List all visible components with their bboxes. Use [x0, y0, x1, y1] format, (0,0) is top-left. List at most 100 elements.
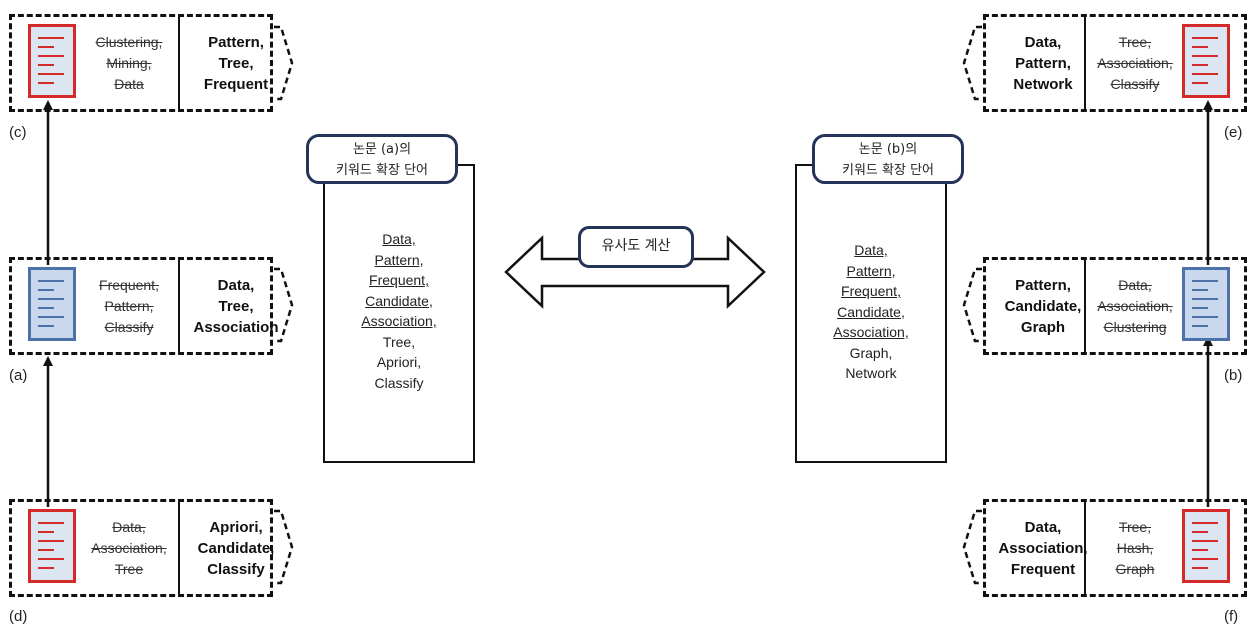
new-keyword: Data, — [217, 276, 255, 294]
node-label-f: (f) — [1224, 608, 1239, 625]
new-keyword: Frequent — [203, 75, 269, 93]
node-c: Clustering, Mining, Data Pattern, Tree, … — [9, 14, 273, 112]
document-icon — [28, 509, 76, 583]
new-keyword: Tree, — [218, 54, 254, 72]
doc-text-line — [38, 558, 64, 560]
new-keyword: Data, — [1024, 33, 1062, 51]
doc-text-line — [1192, 540, 1218, 542]
document-icon — [1182, 267, 1230, 341]
new-keyword: Graph — [1020, 318, 1066, 336]
doc-text-line — [1192, 280, 1218, 282]
title-line: 논문 (b)의 — [858, 142, 918, 157]
old-keyword: Tree, — [1118, 33, 1152, 50]
doc-text-line — [38, 37, 64, 39]
node-label-b: (b) — [1224, 367, 1243, 384]
old-keywords: Clustering, Mining, Data — [80, 17, 178, 109]
doc-text-line — [38, 567, 54, 569]
doc-text-line — [1192, 46, 1208, 48]
doc-text-line — [1192, 37, 1218, 39]
doc-text-line — [38, 73, 64, 75]
doc-text-line — [1192, 307, 1208, 309]
keyword-panel-b-title: 논문 (b)의 키워드 확장 단어 — [812, 134, 964, 184]
doc-text-line — [1192, 567, 1208, 569]
old-keyword: Classify — [1110, 75, 1160, 92]
node-d: Data, Association, Tree Apriori, Candida… — [9, 499, 275, 597]
doc-text-line — [38, 540, 64, 542]
document-icon — [28, 267, 76, 341]
node-b: Pattern, Candidate, Graph Data, Associat… — [983, 257, 1247, 355]
keyword: Pattern, — [846, 262, 896, 279]
old-keyword: Association, — [1097, 297, 1173, 314]
similarity-double-arrow — [504, 235, 766, 309]
title-line: 논문 (a)의 — [352, 142, 412, 157]
new-keyword: Association, — [998, 539, 1088, 557]
old-keyword: Hash, — [1116, 539, 1154, 556]
old-keyword: Association, — [1097, 54, 1173, 71]
keyword: Association, — [361, 313, 437, 329]
doc-text-line — [38, 325, 54, 327]
doc-text-line — [38, 298, 64, 300]
keyword: Data, — [854, 242, 888, 258]
keyword: Network — [845, 365, 897, 381]
old-keyword: Frequent, — [99, 276, 159, 293]
keyword: Candidate, — [365, 292, 433, 309]
title-line: 키워드 확장 단어 — [842, 163, 934, 178]
new-keywords: Data, Tree, Association — [179, 260, 293, 352]
old-keyword: Data, — [112, 518, 146, 535]
doc-text-line — [1192, 64, 1208, 66]
doc-text-line — [1192, 55, 1218, 57]
doc-text-line — [38, 46, 54, 48]
keyword: Frequent, — [369, 272, 429, 288]
new-keyword: Tree, — [218, 297, 254, 315]
old-keyword: Tree, — [1118, 518, 1152, 535]
new-keyword: Classify — [207, 560, 265, 578]
doc-text-line — [1192, 325, 1208, 327]
keyword: Apriori, — [376, 354, 422, 370]
new-keyword: Candidate, — [197, 539, 275, 557]
new-keywords: Data, Association, Frequent — [986, 502, 1100, 594]
document-icon — [1182, 509, 1230, 583]
node-a: Frequent, Pattern, Classify Data, Tree, … — [9, 257, 279, 355]
doc-text-line — [1192, 73, 1218, 75]
old-keyword: Data, — [1118, 276, 1152, 293]
keyword-list-a: Data, Pattern, Frequent, Candidate, Asso… — [323, 229, 475, 393]
keyword: Candidate, — [837, 303, 905, 320]
doc-text-line — [38, 64, 54, 66]
expand-arrow-b — [962, 267, 982, 343]
expand-arrow-d — [274, 509, 294, 585]
expand-arrow-e — [962, 25, 982, 101]
doc-text-line — [1192, 522, 1218, 524]
new-keyword: Network — [1013, 75, 1073, 93]
old-keyword: Clustering — [1103, 318, 1167, 335]
doc-text-line — [1192, 82, 1208, 84]
document-icon — [28, 24, 76, 98]
doc-text-line — [1192, 531, 1208, 533]
keyword: Data, — [382, 231, 416, 247]
keyword-panel-a — [323, 164, 475, 463]
document-icon — [1182, 24, 1230, 98]
new-keyword: Pattern, — [1015, 276, 1071, 294]
node-label-c: (c) — [9, 124, 27, 141]
old-keyword: Association, — [91, 539, 167, 556]
new-keyword: Association — [193, 318, 279, 336]
expand-arrow-a — [274, 267, 294, 343]
old-keywords: Tree, Hash, Graph — [1086, 502, 1184, 594]
keyword: Association, — [833, 324, 909, 340]
similarity-label: 유사도 계산 — [578, 226, 694, 268]
node-label-e: (e) — [1224, 124, 1243, 141]
old-keywords: Frequent, Pattern, Classify — [80, 260, 178, 352]
new-keyword: Candidate, — [1004, 297, 1082, 315]
old-keyword: Pattern, — [104, 297, 154, 314]
doc-text-line — [1192, 558, 1218, 560]
new-keywords: Pattern, Tree, Frequent — [179, 17, 293, 109]
node-label-a: (a) — [9, 367, 28, 384]
doc-text-line — [38, 549, 54, 551]
doc-text-line — [38, 522, 64, 524]
new-keywords: Data, Pattern, Network — [986, 17, 1100, 109]
doc-text-line — [1192, 289, 1208, 291]
old-keyword: Graph — [1115, 560, 1155, 577]
node-e: Data, Pattern, Network Tree, Association… — [983, 14, 1247, 112]
old-keyword: Tree — [114, 560, 144, 577]
